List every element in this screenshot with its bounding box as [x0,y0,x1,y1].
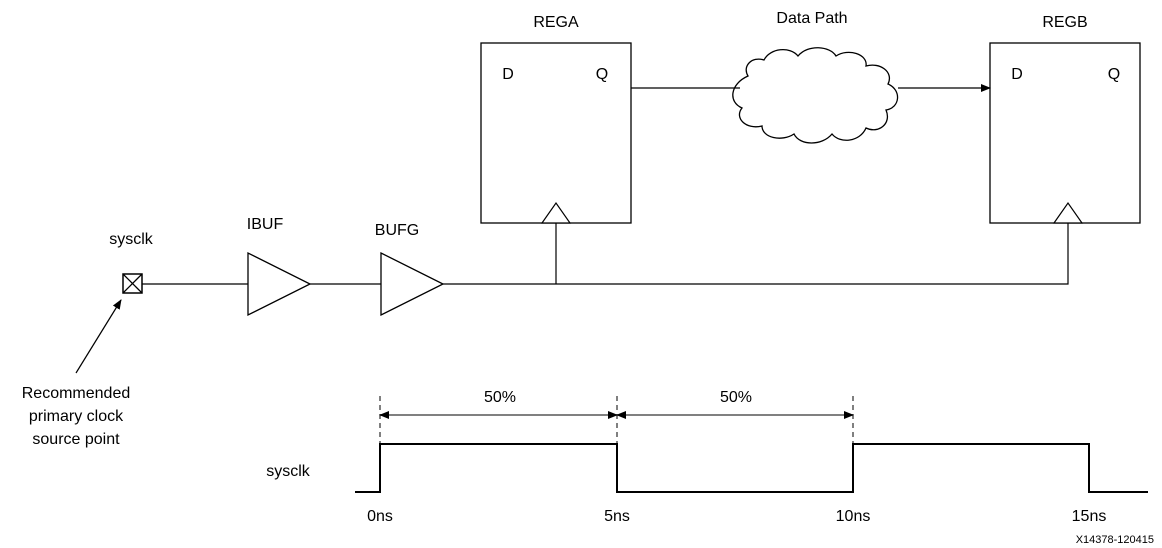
bufg-label: BUFG [375,222,419,239]
bufg-buffer-icon [380,251,445,317]
sysclk-pad: sysclk [109,231,154,294]
time-label-0ns: 0ns [367,508,393,525]
clock-net-wire [443,223,1069,285]
callout-arrow [75,299,122,374]
register-b-title: REGB [1042,14,1087,31]
register-b-d-port: D [1011,66,1023,83]
bufg: BUFG [375,222,445,317]
low-duty-label: 50% [720,389,752,406]
callout-line-3: source point [32,431,120,448]
register-a: REGA D Q [480,14,632,224]
ibuf-label: IBUF [247,216,284,233]
high-duty-label: 50% [484,389,516,406]
callout-line-1: Recommended [22,385,131,402]
register-b-q-port: Q [1108,66,1120,83]
time-label-15ns: 15ns [1072,508,1107,525]
pad-cross-b [122,273,143,294]
waveform-signal-label: sysclk [266,463,311,480]
register-a-title: REGA [533,14,579,31]
clock-waveform [355,443,1148,493]
register-a-d-port: D [502,66,514,83]
sysclk-waveform: sysclk 50% 50% 0ns 5ns 10ns 15ns [266,389,1148,525]
data-path-label: Data Path [776,10,847,27]
ibuf: IBUF [247,216,312,317]
time-label-10ns: 10ns [836,508,871,525]
register-a-q-port: Q [596,66,608,83]
time-label-5ns: 5ns [604,508,630,525]
sysclk-pad-label: sysclk [109,231,154,248]
register-a-box [480,42,632,224]
register-b: REGB D Q [989,14,1141,224]
callout-line-2: primary clock [29,408,124,425]
register-b-box [989,42,1141,224]
data-path: Data Path [732,10,899,144]
figure-id: X14378-120415 [1076,534,1154,546]
ibuf-buffer-icon [247,251,312,317]
cloud-icon [732,47,899,144]
